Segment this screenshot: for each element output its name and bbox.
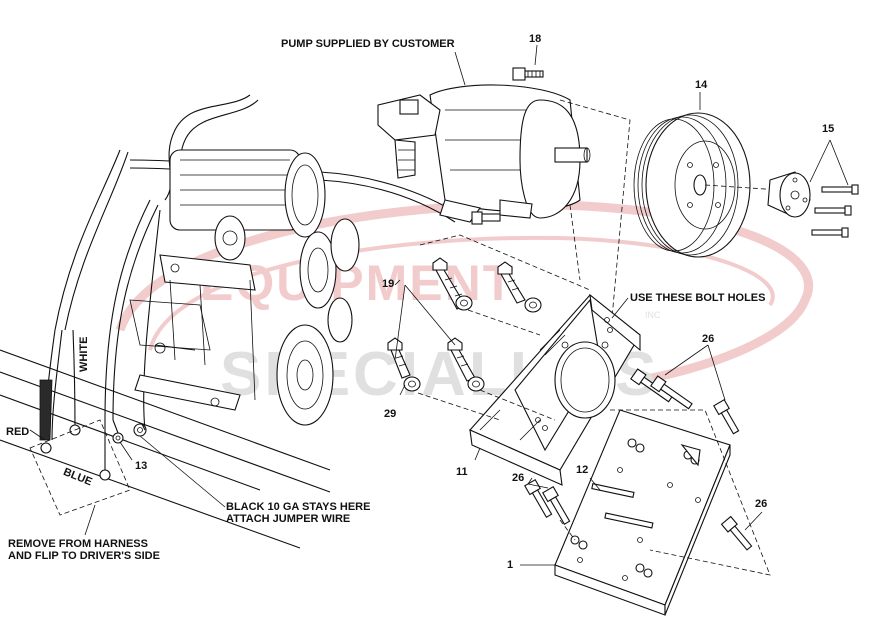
bolt-18 — [512, 67, 544, 81]
callout-11: 11 — [456, 466, 468, 478]
base-plate-1 — [554, 409, 731, 616]
engine-assembly — [0, 94, 461, 549]
callout-12: 12 — [576, 464, 589, 476]
bolts-26 — [524, 368, 753, 551]
pump-bolt-lower — [471, 211, 501, 225]
callout-13: 13 — [135, 460, 148, 472]
wire-white-label: WHITE — [78, 336, 90, 372]
callout-1: 1 — [507, 559, 514, 571]
pulley-14 — [633, 112, 751, 258]
wire-red-label: RED — [6, 426, 30, 438]
use-bolt-holes-label: USE THESE BOLT HOLES — [630, 292, 766, 304]
pump-supplied-label: PUMP SUPPLIED BY CUSTOMER — [281, 38, 455, 50]
hub-15 — [767, 171, 859, 238]
callout-15: 15 — [822, 123, 835, 135]
callout-14: 14 — [695, 79, 708, 91]
callout-18: 18 — [529, 33, 542, 45]
black-wire-label-1: BLACK 10 GA STAYS HERE — [226, 501, 371, 513]
callout-26-right: 26 — [755, 498, 768, 510]
washers-29 — [403, 295, 542, 392]
watermark-inc: INC — [645, 310, 661, 320]
callout-29: 29 — [384, 408, 397, 420]
remove-harness-label-1: REMOVE FROM HARNESS — [8, 538, 148, 550]
callout-26-upper: 26 — [702, 333, 715, 345]
hydraulic-pump — [377, 84, 591, 223]
remove-harness-box — [29, 419, 131, 516]
callout-19: 19 — [382, 278, 395, 290]
remove-harness-label-2: AND FLIP TO DRIVER'S SIDE — [8, 550, 160, 562]
callout-26-left: 26 — [512, 472, 525, 484]
black-wire-label-2: ATTACH JUMPER WIRE — [226, 513, 351, 525]
wiring-harness — [39, 329, 147, 481]
